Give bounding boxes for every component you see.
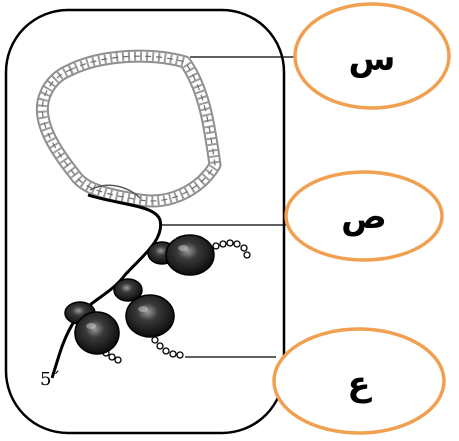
label-bottom: ع	[272, 327, 446, 435]
ribosomes	[64, 234, 215, 355]
label-bottom-text: ع	[347, 364, 372, 404]
circular-dna	[35, 49, 222, 208]
cell-boundary	[4, 8, 286, 435]
label-top-text: س	[349, 39, 396, 79]
leader-lines	[160, 56, 294, 358]
label-bottom-ellipse	[272, 327, 446, 435]
label-top: س	[293, 2, 451, 110]
mrna-strand	[50, 193, 163, 379]
label-middle-ellipse	[284, 170, 444, 262]
label-middle: ص	[284, 170, 444, 262]
five-prime-label: 5´	[40, 369, 60, 390]
label-middle-text: ص	[341, 197, 387, 237]
label-top-ellipse	[293, 2, 451, 110]
